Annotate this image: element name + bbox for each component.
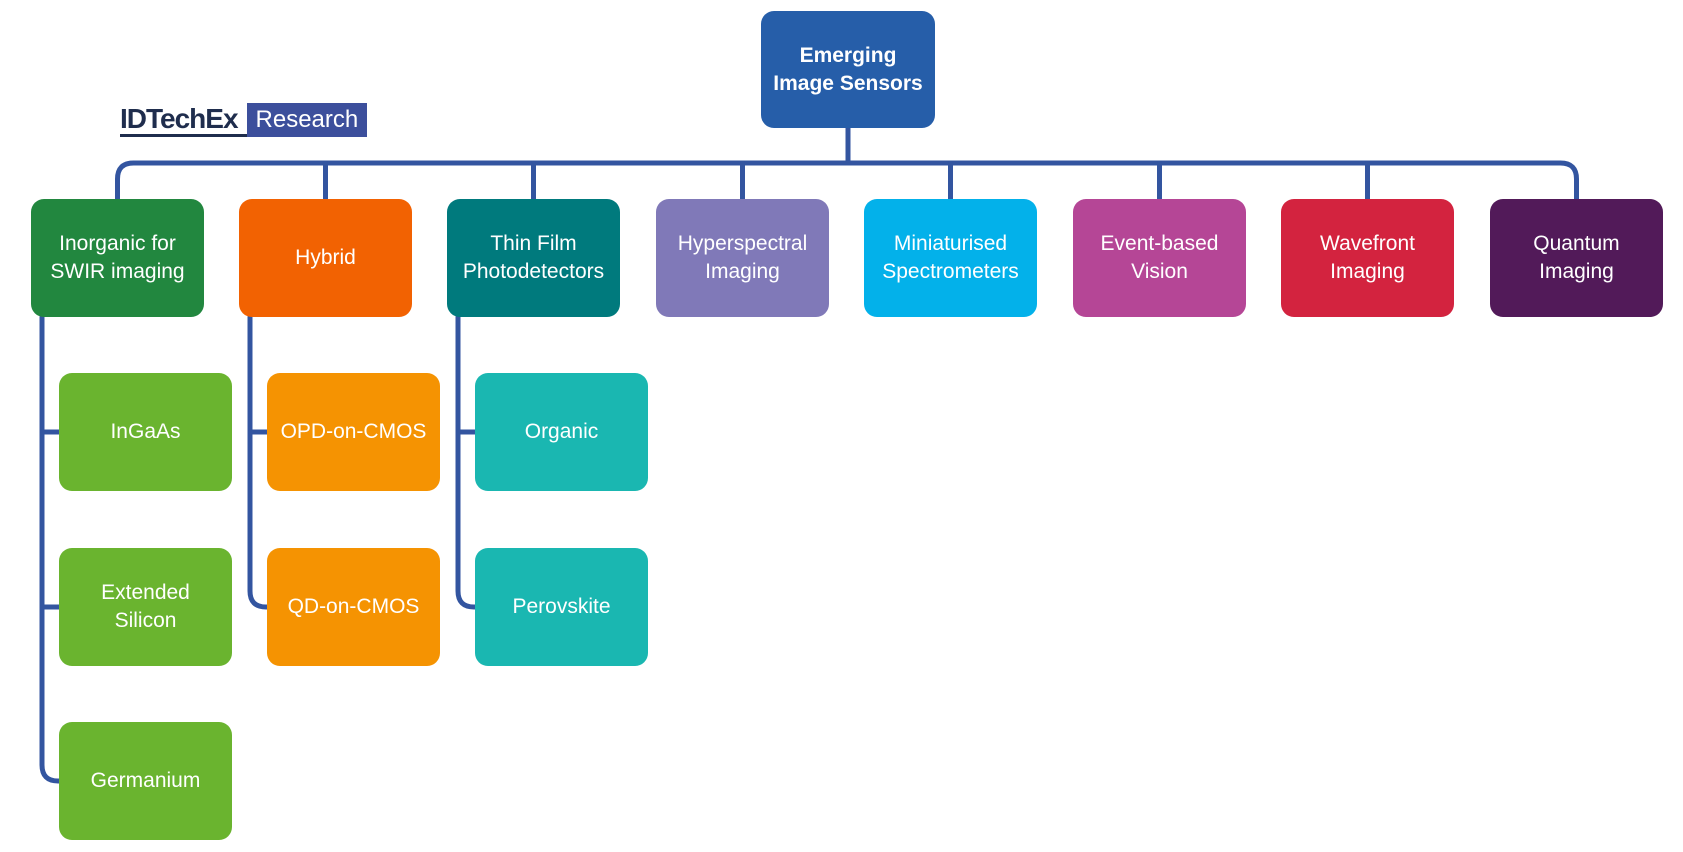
child-node-thin-film-organic-label: Organic bbox=[524, 420, 599, 443]
category-node-hyperspectral: Hyperspectral Imaging bbox=[656, 199, 829, 317]
root-node-label: Emerging Image Sensors bbox=[773, 43, 923, 95]
category-node-quantum: Quantum Imaging bbox=[1490, 199, 1663, 317]
category-node-swir-label: Inorganic for SWIR imaging bbox=[50, 232, 185, 283]
category-bus-line bbox=[115, 160, 1579, 202]
child-node-swir-ingaas: InGaAs bbox=[59, 373, 232, 491]
child-node-swir-extended-silicon: Extended Silicon bbox=[59, 548, 232, 666]
category-node-hybrid: Hybrid bbox=[239, 199, 412, 317]
category-node-spectrometers: Miniaturised Spectrometers bbox=[864, 199, 1037, 317]
category-node-wavefront: Wavefront Imaging bbox=[1281, 199, 1454, 317]
child-node-thin-film-perovskite: Perovskite bbox=[475, 548, 648, 666]
category-node-hybrid-label: Hybrid bbox=[295, 246, 356, 269]
logo-brand-text: IDTechEx bbox=[120, 103, 247, 137]
child-node-thin-film-organic: Organic bbox=[475, 373, 648, 491]
child-node-hybrid-qd-on-cmos-label: QD-on-CMOS bbox=[287, 595, 420, 618]
child-spine-line-swir bbox=[39, 314, 62, 784]
category-node-swir: Inorganic for SWIR imaging bbox=[31, 199, 204, 317]
child-node-hybrid-opd-on-cmos-label: OPD-on-CMOS bbox=[280, 420, 427, 443]
idtechex-logo: IDTechEx Research bbox=[120, 103, 368, 137]
category-node-hyperspectral-label: Hyperspectral Imaging bbox=[677, 232, 808, 283]
child-node-swir-germanium-label: Germanium bbox=[90, 769, 201, 792]
child-node-hybrid-opd-on-cmos: OPD-on-CMOS bbox=[267, 373, 440, 491]
child-node-thin-film-perovskite-label: Perovskite bbox=[512, 595, 611, 618]
category-node-quantum-label: Quantum Imaging bbox=[1533, 232, 1620, 283]
root-node-emerging-image-sensors: Emerging Image Sensors bbox=[761, 11, 935, 128]
child-node-swir-extended-silicon-label: Extended Silicon bbox=[101, 581, 190, 632]
category-node-wavefront-label: Wavefront Imaging bbox=[1320, 232, 1415, 283]
child-node-swir-germanium: Germanium bbox=[59, 722, 232, 840]
child-spine-line-hybrid bbox=[247, 314, 270, 610]
category-node-thin-film-label: Thin Film Photodetectors bbox=[462, 232, 605, 283]
category-node-event-based-label: Event-based Vision bbox=[1100, 232, 1219, 283]
logo-research-badge: Research bbox=[246, 103, 368, 137]
category-node-spectrometers-label: Miniaturised Spectrometers bbox=[882, 232, 1019, 283]
child-node-hybrid-qd-on-cmos: QD-on-CMOS bbox=[267, 548, 440, 666]
child-node-swir-ingaas-label: InGaAs bbox=[110, 420, 181, 443]
child-spine-line-thin-film bbox=[455, 314, 478, 610]
category-node-thin-film: Thin Film Photodetectors bbox=[447, 199, 620, 317]
category-node-event-based: Event-based Vision bbox=[1073, 199, 1246, 317]
